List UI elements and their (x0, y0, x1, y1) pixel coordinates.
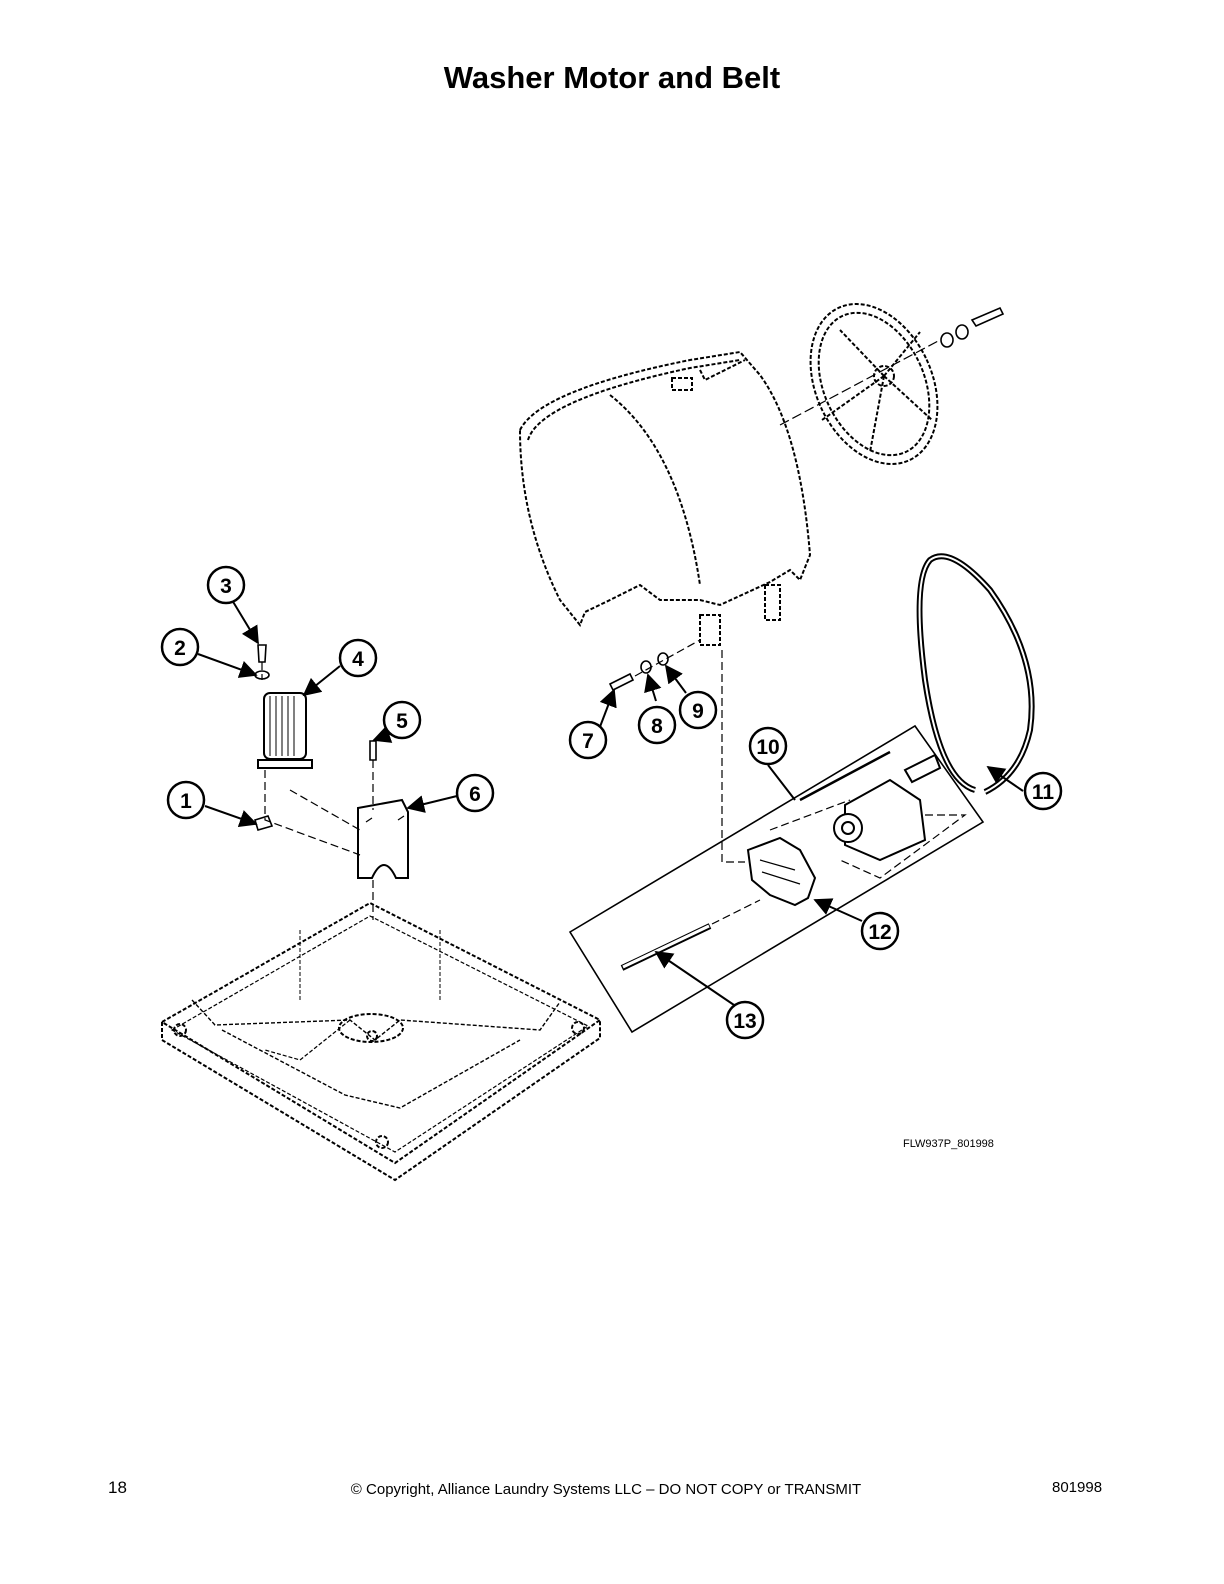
callout-8: 8 (637, 705, 677, 745)
tub-motor-dash (721, 650, 745, 863)
callout-label: 6 (469, 783, 481, 806)
callout-label: 12 (868, 921, 891, 944)
drive-pulley (809, 303, 939, 465)
callout-label: 1 (180, 790, 192, 813)
pulley-hardware (940, 306, 1005, 348)
callout-12: 12 (860, 911, 900, 951)
callout-label: 9 (692, 700, 704, 723)
motor-mount (746, 836, 817, 907)
callout-label: 13 (733, 1010, 756, 1033)
callout-label: 3 (220, 575, 232, 598)
pulley-axis-dash (779, 339, 941, 426)
copyright-notice: © Copyright, Alliance Laundry Systems LL… (350, 1481, 862, 1498)
callout-label: 5 (396, 710, 408, 733)
figure-code: FLW937P_801998 (903, 1138, 994, 1150)
callout-label: 8 (651, 715, 663, 738)
callout-4: 4 (338, 638, 378, 678)
callout-10: 10 (748, 726, 788, 766)
leader-dashes-left (261, 662, 374, 920)
drive-motor (799, 750, 942, 862)
base-frame (160, 901, 602, 1182)
page-title: Washer Motor and Belt (443, 60, 781, 95)
callout-5: 5 (382, 700, 422, 740)
callout-label: 7 (582, 730, 594, 753)
callout-label: 11 (1032, 781, 1055, 804)
callout-label: 4 (352, 648, 364, 671)
drive-belt (916, 553, 1035, 795)
callout-11: 11 (1023, 771, 1063, 811)
document-number: 801998 (1052, 1479, 1103, 1496)
tub-hardware (608, 652, 669, 692)
callout-label: 2 (174, 637, 186, 660)
motor-dash (769, 799, 967, 879)
callout-label: 10 (756, 736, 779, 759)
callouts: 1 2 3 4 5 6 7 8 (160, 565, 1063, 1040)
page-number: 18 (108, 1478, 127, 1497)
callout-1: 1 (166, 780, 206, 820)
callout-7: 7 (568, 720, 608, 760)
callout-2: 2 (160, 627, 200, 667)
callout-6: 6 (455, 773, 495, 813)
capacitor (257, 692, 313, 769)
tub-hardware-dash (634, 639, 701, 677)
callout-leaders (197, 599, 1024, 1006)
callout-13: 13 (725, 1000, 765, 1040)
motor-kit-frame (568, 724, 985, 1034)
motor-bracket (357, 798, 409, 879)
rod-inner (622, 924, 710, 969)
callout-9: 9 (678, 690, 718, 730)
rod-dash (711, 899, 761, 925)
callout-3: 3 (206, 565, 246, 605)
washer-tub (518, 350, 812, 646)
